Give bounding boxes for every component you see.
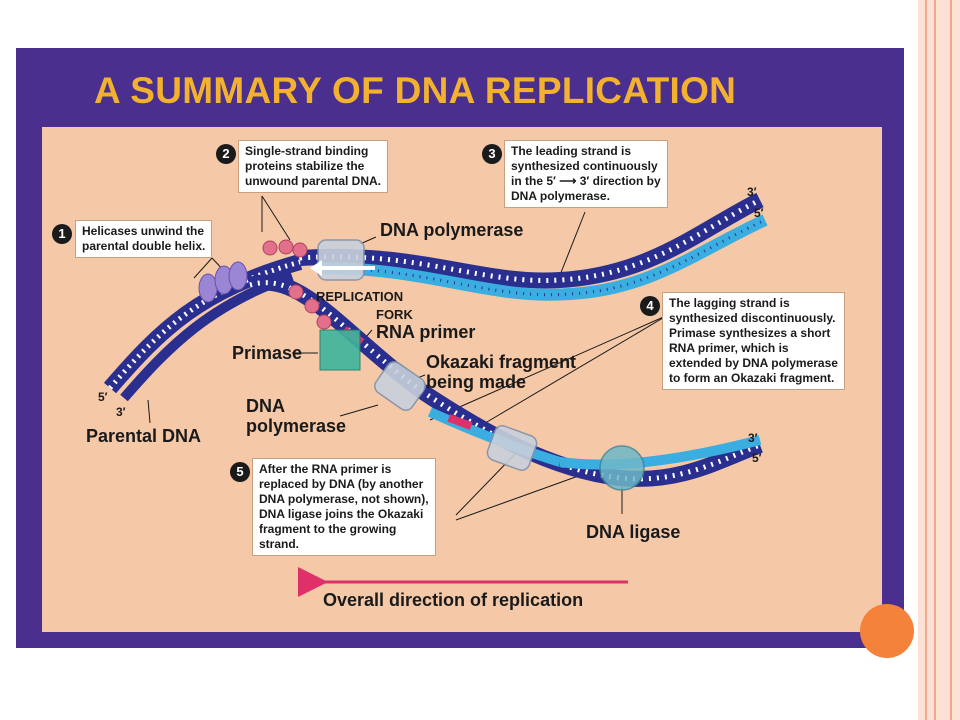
label-dna-polymerase-top: DNA polymerase [380, 220, 524, 240]
label-rna-primer: RNA primer [376, 322, 476, 342]
label-primase: Primase [232, 343, 303, 363]
step-4-number: 4 [640, 296, 660, 316]
step-2-number: 2 [216, 144, 236, 164]
strand-end-5-top: 5′ [754, 206, 764, 220]
strand-end-5-left: 5′ [98, 390, 108, 404]
step-5-text: After the RNA primer is replaced by DNA … [252, 458, 436, 556]
okazaki-fragment [559, 435, 762, 470]
step-3-text: The leading strand is synthesized contin… [504, 140, 668, 208]
label-parental-dna: Parental DNA [86, 426, 202, 446]
label-okazaki-fragment: Okazaki fragment being made [426, 352, 577, 392]
strand-end-3-left: 3′ [116, 405, 126, 419]
dna-polymerase-shape [374, 361, 426, 411]
single-strand-binding-proteins [262, 239, 332, 330]
slide-border-stripe [950, 0, 952, 720]
primase-shape [319, 329, 361, 371]
dna-ligase-shape [599, 445, 645, 491]
step-1-text: Helicases unwind the parental double hel… [75, 220, 213, 258]
step-3-number: 3 [482, 144, 502, 164]
label-fork: FORK [376, 307, 413, 322]
slide-accent-dot [860, 604, 914, 658]
label-replication: REPLICATION [316, 289, 404, 304]
slide-border-stripe [934, 0, 936, 720]
label-dna-ligase: DNA ligase [586, 522, 681, 542]
label-dna-polymerase-bottom: DNA polymerase [246, 396, 347, 436]
strand-end-3-top: 3′ [747, 185, 757, 199]
rna-primer-mark [447, 414, 473, 430]
figure-title: A SUMMARY OF DNA REPLICATION [94, 70, 737, 111]
label-overall-direction: Overall direction of replication [323, 590, 584, 610]
dna-polymerase-top-shape [317, 239, 365, 281]
step-4-text: The lagging strand is synthesized discon… [662, 292, 845, 390]
strand-end-3-bottom: 3′ [748, 431, 758, 445]
step-5-number: 5 [230, 462, 250, 482]
leading-template-strand [299, 192, 764, 289]
slide-border-stripe [925, 0, 927, 720]
helicase [198, 261, 248, 303]
dna-polymerase-shape [486, 425, 538, 471]
step-2-text: Single-strand binding proteins stabilize… [238, 140, 388, 193]
strand-end-5-bottom: 5′ [752, 451, 762, 465]
step-1-number: 1 [52, 224, 72, 244]
